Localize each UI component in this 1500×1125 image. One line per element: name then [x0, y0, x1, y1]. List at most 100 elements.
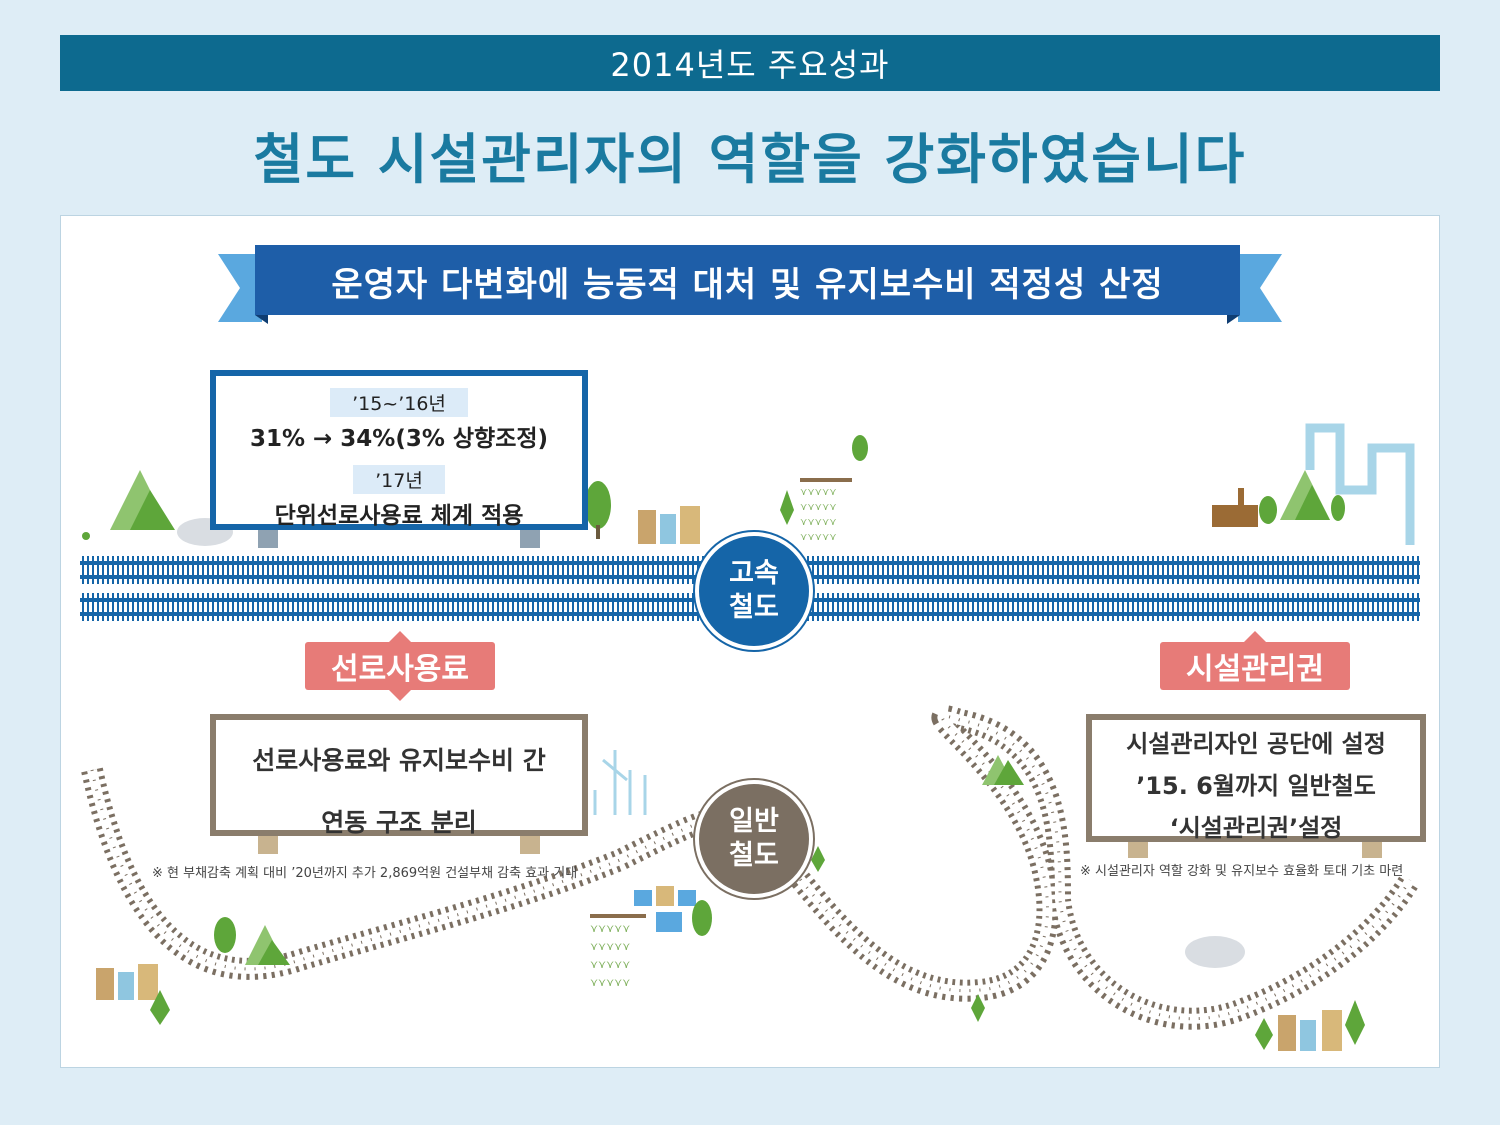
rail-tie	[677, 556, 679, 584]
rail-tie	[542, 556, 544, 584]
rail-tie	[1357, 593, 1359, 621]
rail-tie	[97, 556, 99, 584]
rail-tie	[197, 556, 199, 584]
svg-text:⋎⋎⋎⋎⋎: ⋎⋎⋎⋎⋎	[800, 502, 837, 513]
rail-tie	[257, 593, 259, 621]
rail-tie	[1247, 556, 1249, 584]
rail-tie	[987, 593, 989, 621]
rail-tie	[1122, 593, 1124, 621]
ribbon-text: 운영자 다변화에 능동적 대처 및 유지보수비 적정성 산정	[331, 264, 1164, 305]
rail-tie	[962, 593, 964, 621]
rail-tie	[652, 593, 654, 621]
rail-tie	[1137, 556, 1139, 584]
rail-tie	[247, 556, 249, 584]
svg-text:⋎⋎⋎⋎⋎: ⋎⋎⋎⋎⋎	[590, 940, 630, 953]
rail-tie	[192, 593, 194, 621]
rail-tie	[187, 593, 189, 621]
rail-tie	[1262, 556, 1264, 584]
rail-tie	[1042, 593, 1044, 621]
rail-tie	[467, 593, 469, 621]
tree-icon	[971, 994, 985, 1022]
rail-tie	[637, 556, 639, 584]
rail-tie	[557, 556, 559, 584]
rail-tie	[1177, 593, 1179, 621]
rail-tie	[222, 556, 224, 584]
rail-tie	[1222, 593, 1224, 621]
rail-tie	[252, 556, 254, 584]
river-icon	[1305, 423, 1415, 545]
rail-tie	[957, 556, 959, 584]
rail-tie	[1327, 556, 1329, 584]
rail-tie	[1267, 593, 1269, 621]
rail-tie	[367, 593, 369, 621]
rail-tie	[1317, 556, 1319, 584]
rail-tie	[1392, 593, 1394, 621]
rail-tie	[977, 556, 979, 584]
rail-tie	[107, 593, 109, 621]
rail-tie	[1147, 593, 1149, 621]
rail-tie	[622, 593, 624, 621]
rail-tie	[952, 556, 954, 584]
rail-tie	[1407, 556, 1409, 584]
rail-tie	[942, 593, 944, 621]
rail-tie	[1247, 593, 1249, 621]
rail-tie	[1357, 556, 1359, 584]
rail-tie	[487, 556, 489, 584]
rail-tie	[142, 556, 144, 584]
rail-tie	[242, 593, 244, 621]
rail-tie	[902, 593, 904, 621]
rail-tie	[452, 593, 454, 621]
rail-tie	[1107, 556, 1109, 584]
rail-tie	[107, 556, 109, 584]
facility-rights-note: ※ 시설관리자 역할 강화 및 유지보수 효율화 토대 기초 마련	[1080, 864, 1404, 879]
rail-tie	[132, 556, 134, 584]
rail-tie	[1312, 556, 1314, 584]
rail-tie	[202, 593, 204, 621]
rail-tie	[482, 593, 484, 621]
rail-tie	[192, 556, 194, 584]
rail-tie	[1072, 593, 1074, 621]
rail-tie	[867, 556, 869, 584]
rail-tie	[517, 593, 519, 621]
rail-tie	[902, 556, 904, 584]
rail-tie	[932, 593, 934, 621]
rail-tie	[1317, 593, 1319, 621]
period-label: ’15~’16년	[330, 388, 468, 417]
rail-tie	[1272, 556, 1274, 584]
rail-tie	[1047, 556, 1049, 584]
rail-tie	[1277, 556, 1279, 584]
buildings-icon	[638, 506, 700, 544]
rail-tie	[477, 556, 479, 584]
rail-tie	[1097, 593, 1099, 621]
rail-tie	[132, 593, 134, 621]
rail-tie	[617, 556, 619, 584]
rail-tie	[372, 593, 374, 621]
rail-tie	[327, 556, 329, 584]
rail-tie	[1242, 556, 1244, 584]
rail-tie	[652, 556, 654, 584]
rail-tie	[1237, 556, 1239, 584]
rail-tie	[87, 593, 89, 621]
rail-tie	[342, 556, 344, 584]
rail-tie	[1292, 556, 1294, 584]
rail-tie	[1397, 556, 1399, 584]
rail-tie	[282, 593, 284, 621]
village-icon	[634, 886, 696, 932]
rail-tie	[397, 593, 399, 621]
rail-tie	[957, 593, 959, 621]
rail-tie	[332, 556, 334, 584]
rail-tie	[477, 593, 479, 621]
rail-tie	[822, 593, 824, 621]
rail-tie	[1262, 593, 1264, 621]
rail-tie	[1227, 556, 1229, 584]
rail-tie	[592, 593, 594, 621]
rail-tie	[352, 593, 354, 621]
tree-icon	[1259, 496, 1277, 524]
rail-tie	[947, 593, 949, 621]
rail-tie	[327, 593, 329, 621]
rail-tie	[852, 593, 854, 621]
rail-tie	[1132, 556, 1134, 584]
rail-tie	[822, 556, 824, 584]
rate-change-text: 31% → 34%(3% 상향조정)	[249, 426, 549, 452]
rail-tie	[1397, 593, 1399, 621]
